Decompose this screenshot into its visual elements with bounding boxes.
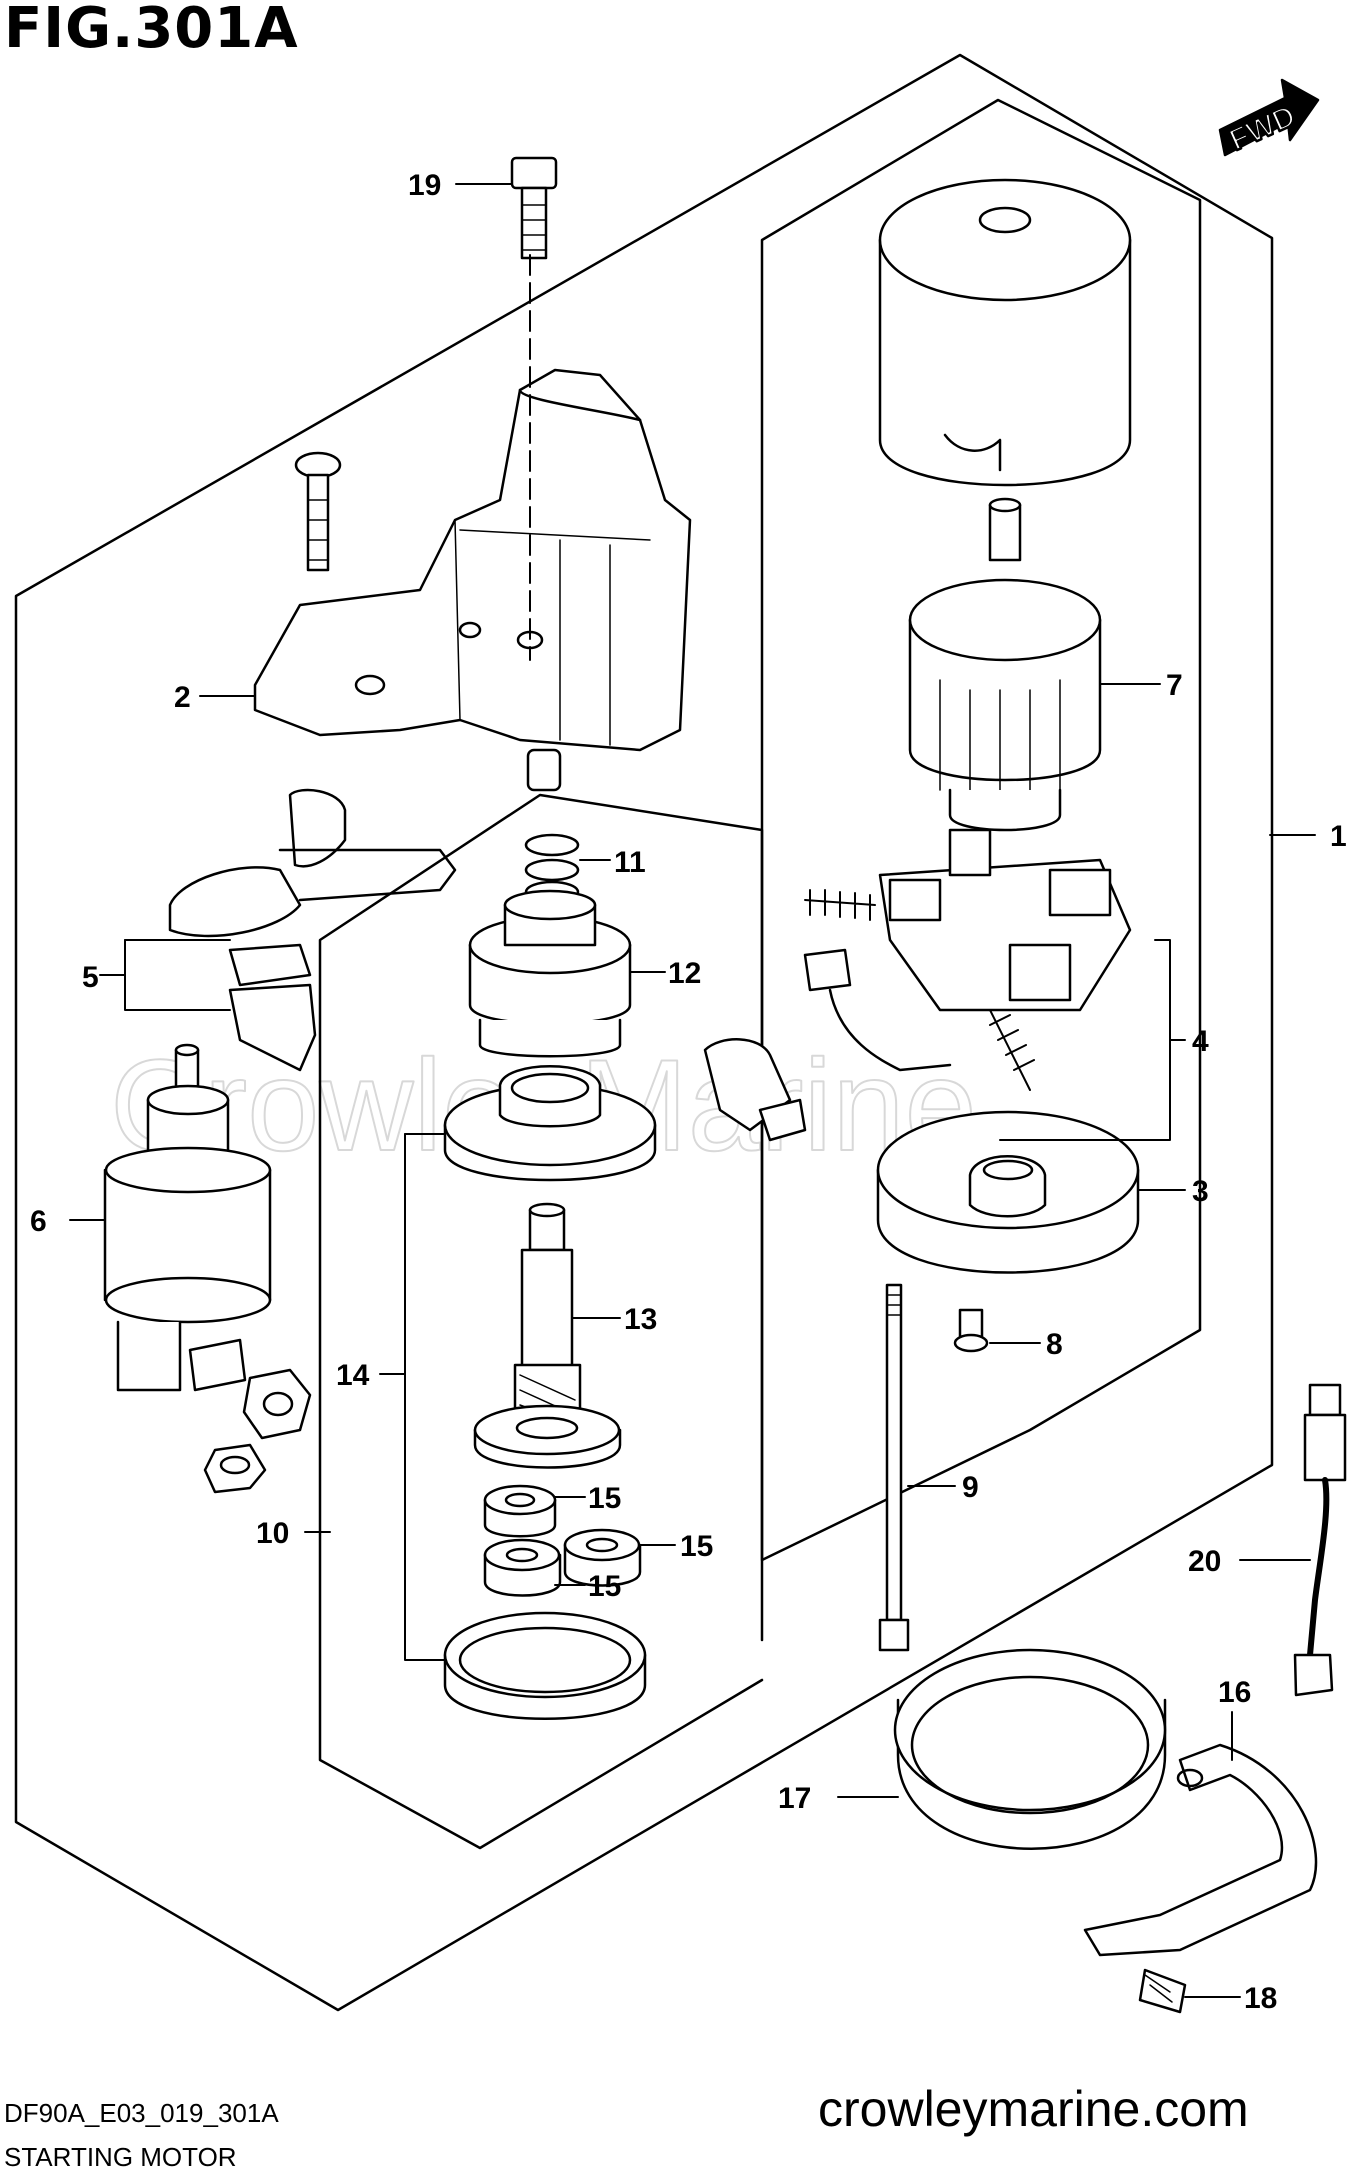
through-bolt-9	[878, 1283, 910, 1652]
planet-gear-15c	[483, 1538, 562, 1597]
callout-19: 19	[408, 169, 441, 202]
callout-labels: 1 2 3 4 5 6 7 8 9 10 11 12 13 14 15 15 1…	[30, 169, 1347, 2015]
callout-16: 16	[1218, 1676, 1251, 1709]
ring-gear	[443, 1611, 647, 1720]
callout-17: 17	[778, 1782, 811, 1815]
callout-20: 20	[1188, 1545, 1221, 1578]
callout-2: 2	[174, 681, 191, 714]
callout-15c: 15	[588, 1570, 621, 1603]
brush-spring-b	[989, 1009, 1035, 1091]
planet-gear-15a	[483, 1484, 557, 1538]
sleeve	[526, 748, 562, 792]
callout-6: 6	[30, 1205, 47, 1238]
armature-7	[908, 497, 1102, 832]
clutch-12	[468, 889, 632, 1058]
callout-8: 8	[1046, 1328, 1063, 1361]
figure-title: FIG.301A	[4, 0, 299, 61]
callout-10: 10	[256, 1517, 289, 1550]
brush-spring-a	[804, 889, 876, 921]
end-cover-3	[876, 1110, 1140, 1274]
band-17	[893, 1648, 1167, 1850]
callout-4: 4	[1192, 1025, 1209, 1058]
screw-18	[1138, 1968, 1187, 2014]
lead-wire-20	[1293, 1383, 1347, 1697]
diagram-caption: STARTING MOTOR	[4, 2142, 237, 2172]
leader-lines	[69, 183, 1316, 1998]
callout-14: 14	[336, 1359, 370, 1392]
callout-5: 5	[82, 961, 99, 994]
callout-15a: 15	[588, 1482, 621, 1515]
bearing-housing-14	[443, 1065, 657, 1182]
nut-small	[203, 1443, 267, 1494]
callout-18: 18	[1244, 1982, 1277, 2015]
housing-bolt	[294, 451, 342, 572]
pinion-shaft-13	[473, 1202, 622, 1469]
callout-13: 13	[624, 1303, 657, 1336]
yoke-housing	[878, 178, 1132, 487]
planet-gear-15b	[563, 1528, 642, 1587]
terminal-lead	[703, 948, 952, 1142]
strap-16	[1083, 1743, 1318, 1957]
plunger-parts-5	[168, 788, 457, 1072]
bolt-19	[510, 156, 558, 260]
ring-11a	[524, 833, 580, 857]
callout-11: 11	[614, 846, 646, 879]
fwd-arrow-icon: FWD	[1218, 78, 1320, 158]
callout-3: 3	[1192, 1175, 1209, 1208]
motor-group-outline	[760, 98, 1202, 1562]
callout-15b: 15	[680, 1530, 713, 1563]
brush-holder-4	[878, 828, 1132, 1012]
solenoid-6	[103, 1043, 272, 1392]
callout-1: 1	[1330, 820, 1347, 853]
diagram-code: DF90A_E03_019_301A	[4, 2098, 279, 2128]
assembly-outline-1	[14, 53, 1274, 2012]
callout-7: 7	[1166, 669, 1183, 702]
callout-9: 9	[962, 1471, 979, 1504]
nut-large	[242, 1368, 312, 1440]
site-watermark: crowleymarine.com	[818, 2081, 1249, 2137]
callout-12: 12	[668, 957, 701, 990]
screw-8	[953, 1308, 989, 1353]
